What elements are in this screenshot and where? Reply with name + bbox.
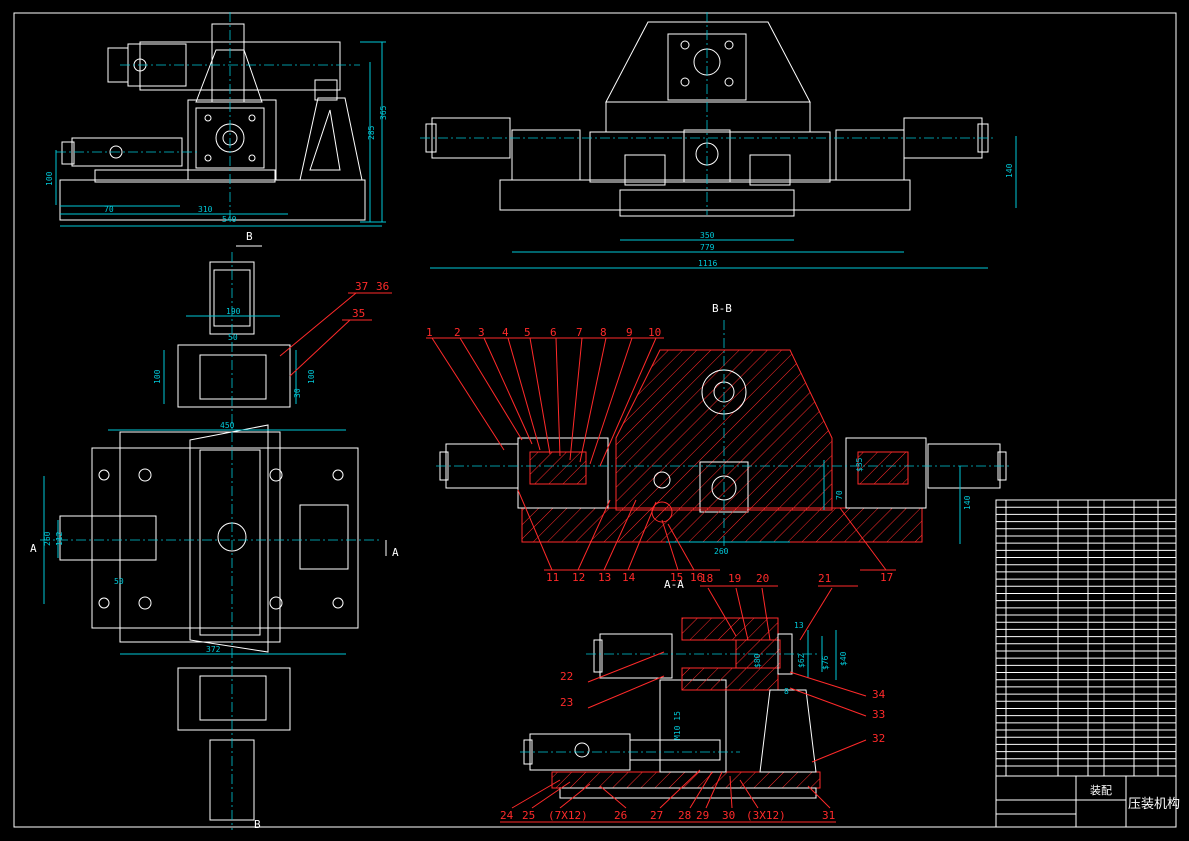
part-label-28: 28	[678, 809, 691, 822]
section-title-aa: A-A	[664, 578, 684, 591]
dim-365: 365	[379, 105, 388, 120]
dim-76: $76	[821, 655, 830, 670]
dim-70-bb: 70	[835, 490, 844, 500]
dim-35-bb: $35	[855, 457, 864, 472]
part-label-8: 8	[600, 326, 607, 339]
dim-50-bottom: 50	[114, 577, 124, 586]
part-label-5: 5	[524, 326, 531, 339]
section-marker-a-right: A	[392, 546, 399, 559]
part-label-32: 32	[872, 732, 885, 745]
part-label-9: 9	[626, 326, 633, 339]
dim-450: 450	[220, 421, 235, 430]
part-label-26: 26	[614, 809, 627, 822]
dim-310: 310	[198, 205, 213, 214]
part-label-2: 2	[454, 326, 461, 339]
title-block-drawing-name: 压装机构	[1128, 797, 1180, 812]
part-label-29: 29	[696, 809, 709, 822]
dim-112: 112	[55, 531, 64, 546]
view-section-bb: B-B 260 70 140 $35	[426, 302, 1010, 584]
part-label-37: 37	[355, 280, 368, 293]
view-plan: 190 50 100 100 30 450 260 112 50 372 B B…	[30, 230, 399, 831]
section-marker-b-bottom: B	[254, 818, 261, 831]
dim-350: 350	[700, 231, 715, 240]
dim-372: 372	[206, 645, 221, 654]
title-block-title: 装配	[1090, 784, 1112, 797]
part-label-6: 6	[550, 326, 557, 339]
part-label-24: 24	[500, 809, 514, 822]
part-label-21: 21	[818, 572, 831, 585]
part-label-25: 25	[522, 809, 535, 822]
part-label-34: 34	[872, 688, 886, 701]
view-top-left: 365 285 100 70 310 540	[45, 12, 388, 227]
part-label-20: 20	[756, 572, 769, 585]
part-label-13: 13	[598, 571, 611, 584]
dim-100-left: 100	[153, 369, 162, 384]
dim-13: 13	[794, 621, 804, 630]
part-label-7x12: (7X12)	[548, 809, 588, 822]
dim-30: 30	[293, 388, 302, 398]
part-label-33: 33	[872, 708, 885, 721]
dim-40: $40	[839, 651, 848, 666]
part-label-10: 10	[648, 326, 661, 339]
part-label-19: 19	[728, 572, 741, 585]
dim-285: 285	[367, 125, 376, 140]
part-label-22: 22	[560, 670, 573, 683]
part-label-3: 3	[478, 326, 485, 339]
dim-140-bb: 140	[963, 495, 972, 510]
part-label-4: 4	[502, 326, 509, 339]
part-label-1: 1	[426, 326, 433, 339]
part-label-31: 31	[822, 809, 835, 822]
part-label-18: 18	[700, 572, 713, 585]
part-label-23: 23	[560, 696, 573, 709]
dim-260: 260	[43, 531, 52, 546]
drawing-border	[13, 12, 1177, 828]
part-label-16: 16	[690, 571, 703, 584]
part-label-36: 36	[376, 280, 389, 293]
dim-100: 100	[45, 171, 54, 186]
part-label-7: 7	[576, 326, 583, 339]
parts-list	[996, 500, 1176, 776]
part-label-17: 17	[880, 571, 893, 584]
title-block: 装配 压装机构	[995, 499, 1180, 828]
dim-80: $80	[753, 653, 762, 668]
part-label-14: 14	[622, 571, 636, 584]
section-marker-b-top: B	[246, 230, 253, 243]
part-label-11: 11	[546, 571, 559, 584]
dim-1116: 1116	[698, 259, 717, 268]
dim-70: 70	[104, 205, 114, 214]
part-label-27: 27	[650, 809, 663, 822]
dim-m10: M10 15	[673, 711, 682, 740]
part-label-12: 12	[572, 571, 585, 584]
dim-779: 779	[700, 243, 715, 252]
dim-260-bb: 260	[714, 547, 729, 556]
dim-100-right: 100	[307, 369, 316, 384]
part-label-30: 30	[722, 809, 735, 822]
part-label-15: 15	[670, 571, 683, 584]
dim-62: $62	[797, 653, 806, 668]
view-top-right: 350 779 1116 140	[420, 12, 1017, 269]
part-label-35: 35	[352, 307, 365, 320]
dim-540: 540	[222, 215, 237, 224]
section-title-bb: B-B	[712, 302, 732, 315]
dim-140: 140	[1005, 163, 1014, 178]
dim-50-top: 50	[228, 333, 238, 342]
dim-190: 190	[226, 307, 241, 316]
section-marker-a-left: A	[30, 542, 37, 555]
view-section-aa: A-A 13 8 $80 $62 $76 $40 M10 15	[500, 572, 886, 823]
part-label-3x12: (3X12)	[746, 809, 786, 822]
dim-8: 8	[784, 687, 789, 696]
